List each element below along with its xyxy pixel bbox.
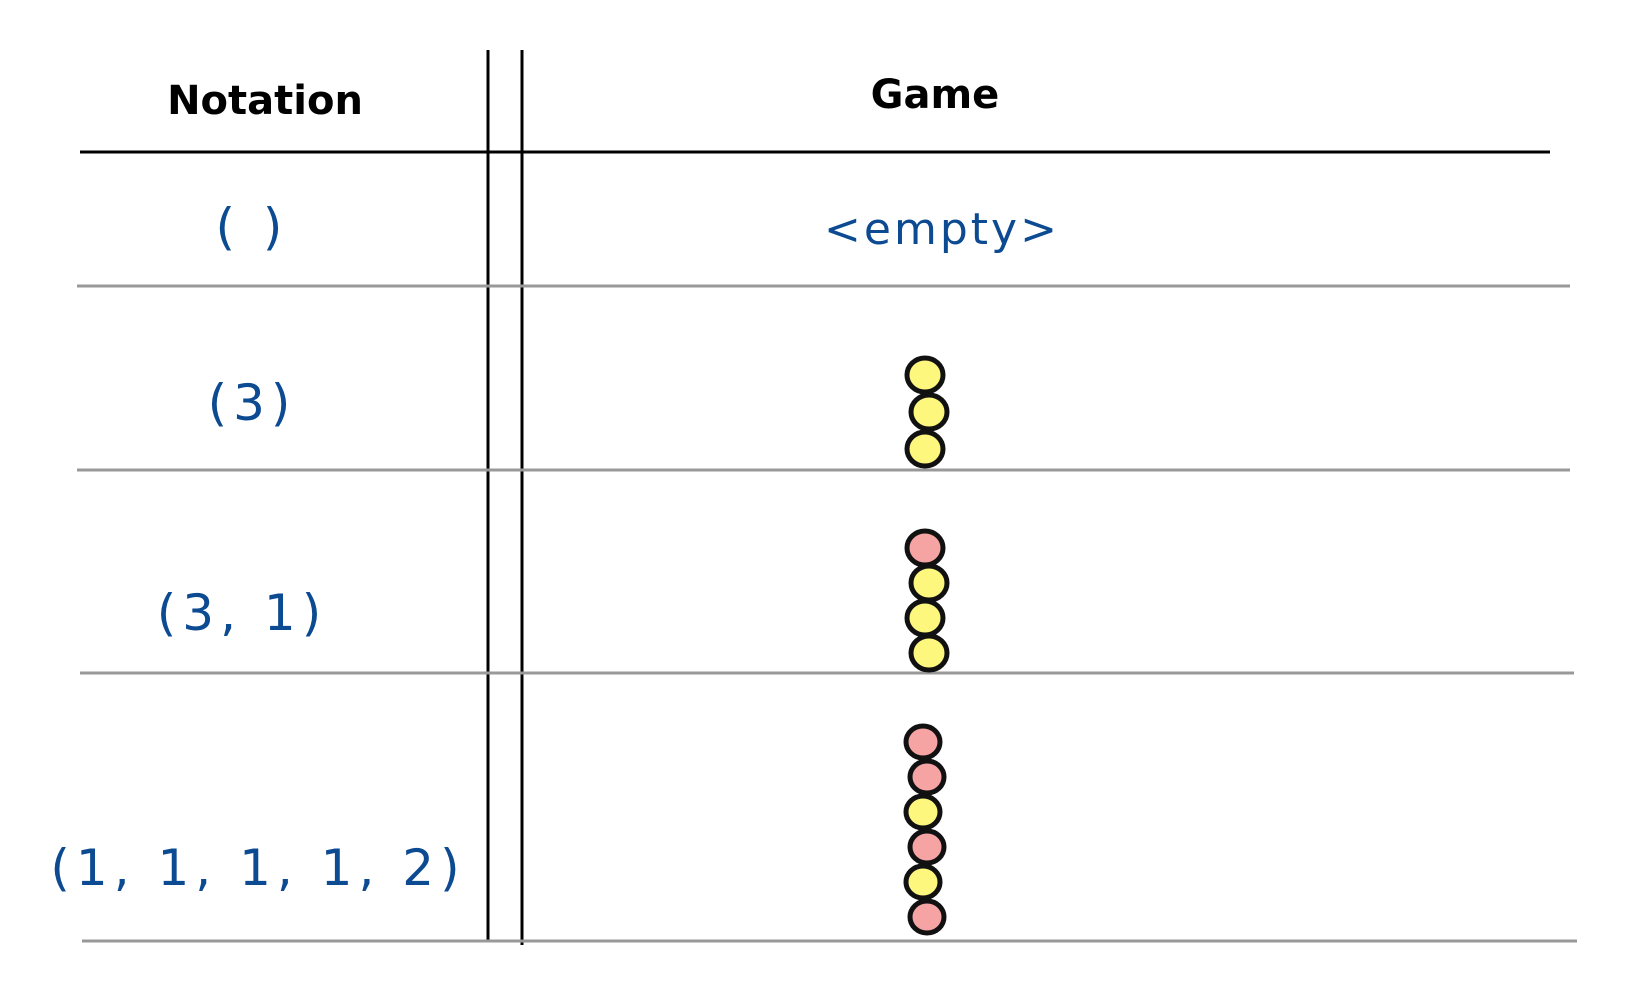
yellow-piece	[903, 863, 943, 901]
game-piece-stack	[904, 528, 950, 673]
header-game: Game	[871, 72, 1000, 118]
notation-cell: (1, 1, 1, 1, 2)	[50, 839, 465, 897]
notation-cell: (3)	[208, 374, 297, 432]
yellow-piece	[903, 793, 943, 831]
game-empty-label: <empty>	[824, 204, 1060, 255]
notation-cell: (3, 1)	[157, 584, 327, 642]
notation-cell: ( )	[216, 198, 289, 256]
yellow-piece	[904, 429, 946, 469]
pink-piece	[907, 828, 947, 866]
yellow-piece	[904, 598, 946, 638]
yellow-piece	[904, 355, 946, 395]
pink-piece	[907, 758, 947, 796]
header-notation: Notation	[167, 78, 363, 124]
game-piece-stack	[903, 723, 947, 936]
pink-piece	[907, 898, 947, 936]
yellow-piece	[908, 633, 950, 673]
pink-piece	[903, 723, 943, 761]
pink-piece	[904, 528, 946, 568]
yellow-piece	[908, 563, 950, 603]
game-piece-stack	[904, 355, 950, 469]
yellow-piece	[908, 392, 950, 432]
